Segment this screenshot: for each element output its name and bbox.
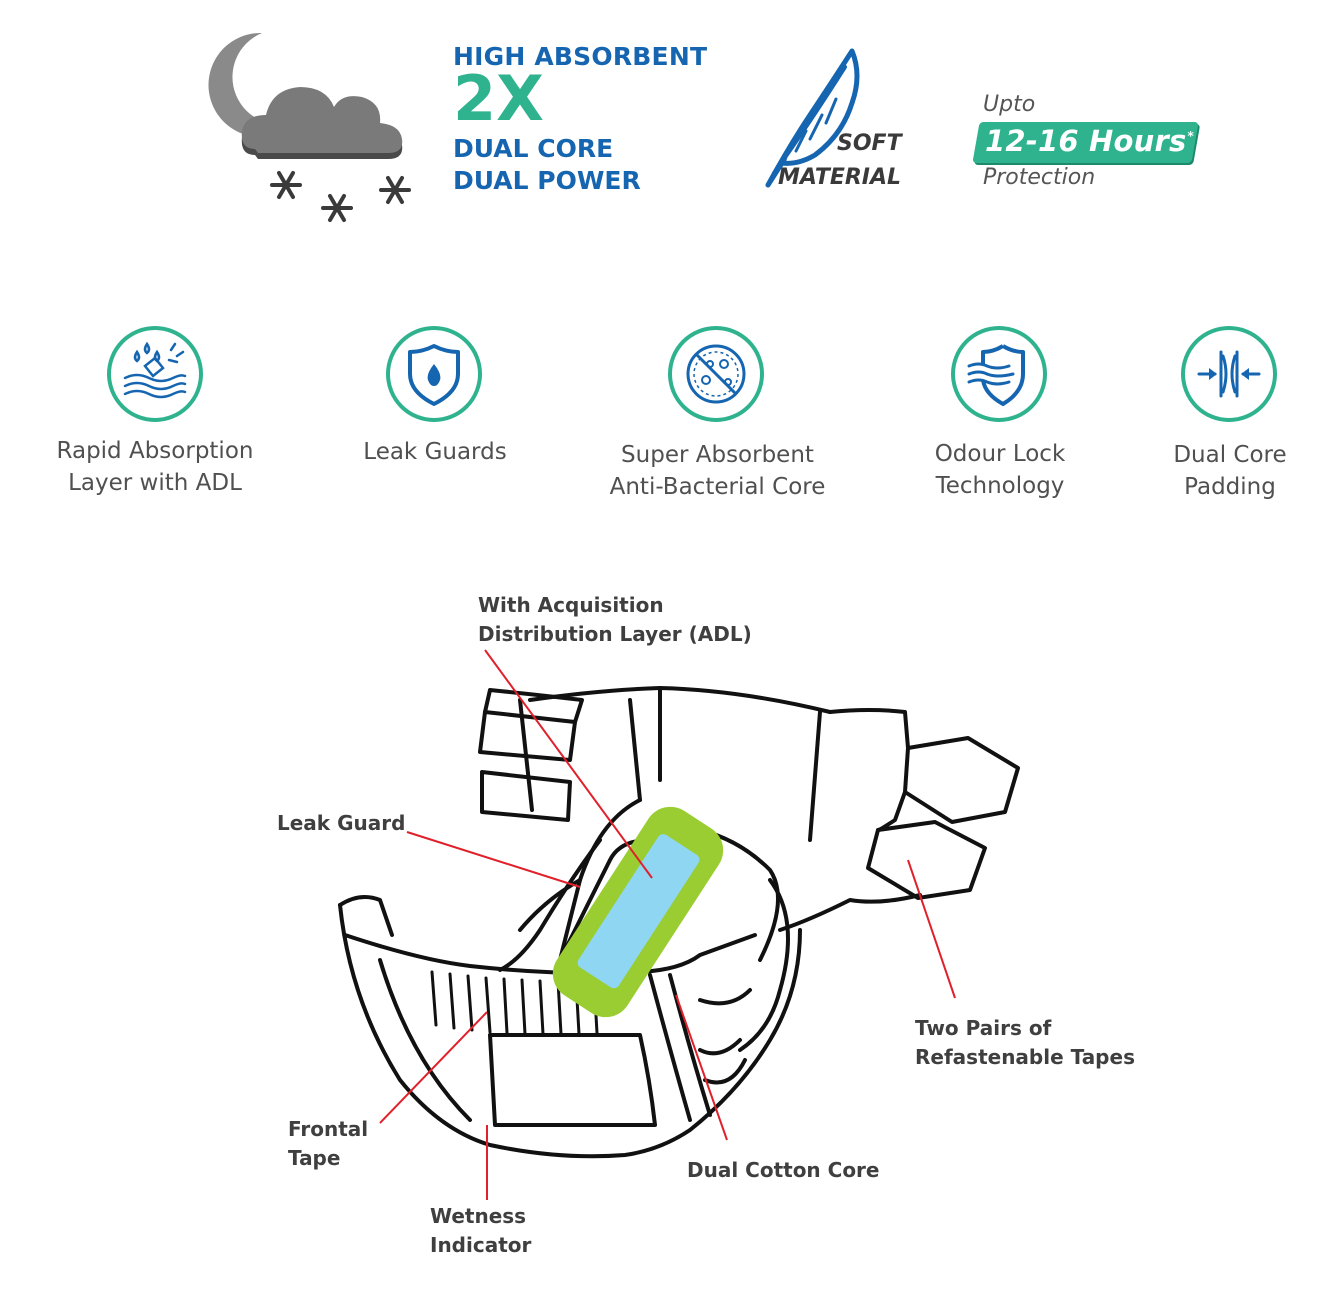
right-tape-upper [903,736,1020,824]
feature-circle-odour-lock [951,326,1047,422]
protection-text: Protection [983,165,1096,190]
compress-arrows-icon [1197,350,1261,398]
asterisk: * [1187,129,1194,144]
dual-core-text: DUAL CORE [453,134,614,163]
shield-drop-icon [408,344,460,406]
left-tape-upper [478,710,577,762]
night-snow-icon [208,32,411,222]
callout-lines [379,649,956,1200]
high-absorbent-text: HIGH ABSORBENT [453,42,708,71]
absorption-icon [123,341,187,399]
feather-icon [765,48,860,188]
label-dual-cotton-core: Dual Cotton Core [687,1158,880,1182]
feature-circle-anti-bacterial [668,326,764,422]
right-tape-lower [866,820,987,900]
material-text: MATERIAL [778,165,902,190]
hours-text: 12-16 Hours* [985,124,1194,158]
feature-circle-dual-core [1181,326,1277,422]
soft-text: SOFT [837,131,902,156]
two-x-text: 2X [453,62,544,135]
dual-power-text: DUAL POWER [453,166,641,195]
label-leak-guard: Leak Guard [277,811,406,835]
feature-circle-leak-guards [386,326,482,422]
anti-bacteria-icon [686,344,746,404]
feature-circle-absorption [107,326,203,422]
left-tape-lower [480,770,572,822]
feature-label-leak-guards: Leak Guards [363,439,507,465]
adl-pad [552,806,724,1018]
odour-shield-icon [967,344,1025,406]
front-left-tab [338,894,394,937]
upto-text: Upto [983,92,1036,117]
back-waist-edge [528,686,832,714]
